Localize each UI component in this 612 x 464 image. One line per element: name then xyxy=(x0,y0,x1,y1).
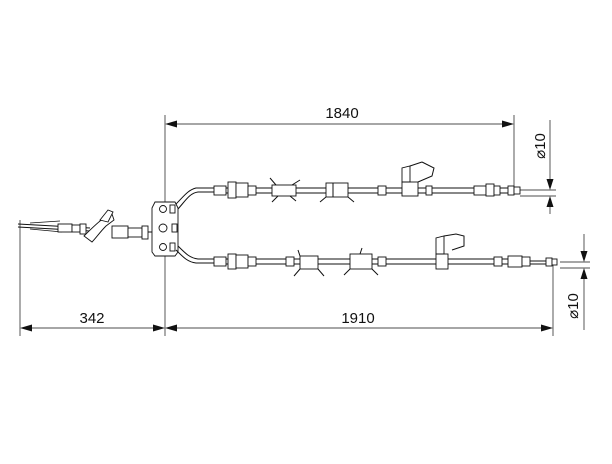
dim-label-lower-diameter: ⌀10 xyxy=(565,293,582,319)
upper-rear-cable xyxy=(175,161,521,210)
dim-label-upper-length: 1840 xyxy=(325,105,358,122)
lower-rear-cable xyxy=(175,233,558,277)
dimension-upper-diameter: ⌀10 xyxy=(520,120,556,214)
dimension-lower-length: 1910 xyxy=(165,310,553,332)
dim-label-upper-diameter: ⌀10 xyxy=(532,133,549,159)
dim-label-lower-length: 1910 xyxy=(341,310,374,327)
equalizer-block xyxy=(151,201,179,257)
dimension-front-length: 342 xyxy=(20,310,165,332)
front-cable xyxy=(17,209,155,243)
dim-label-front-length: 342 xyxy=(79,310,104,327)
dimension-lower-diameter: ⌀10 xyxy=(560,234,590,330)
dimension-upper-length: 1840 xyxy=(165,105,514,128)
